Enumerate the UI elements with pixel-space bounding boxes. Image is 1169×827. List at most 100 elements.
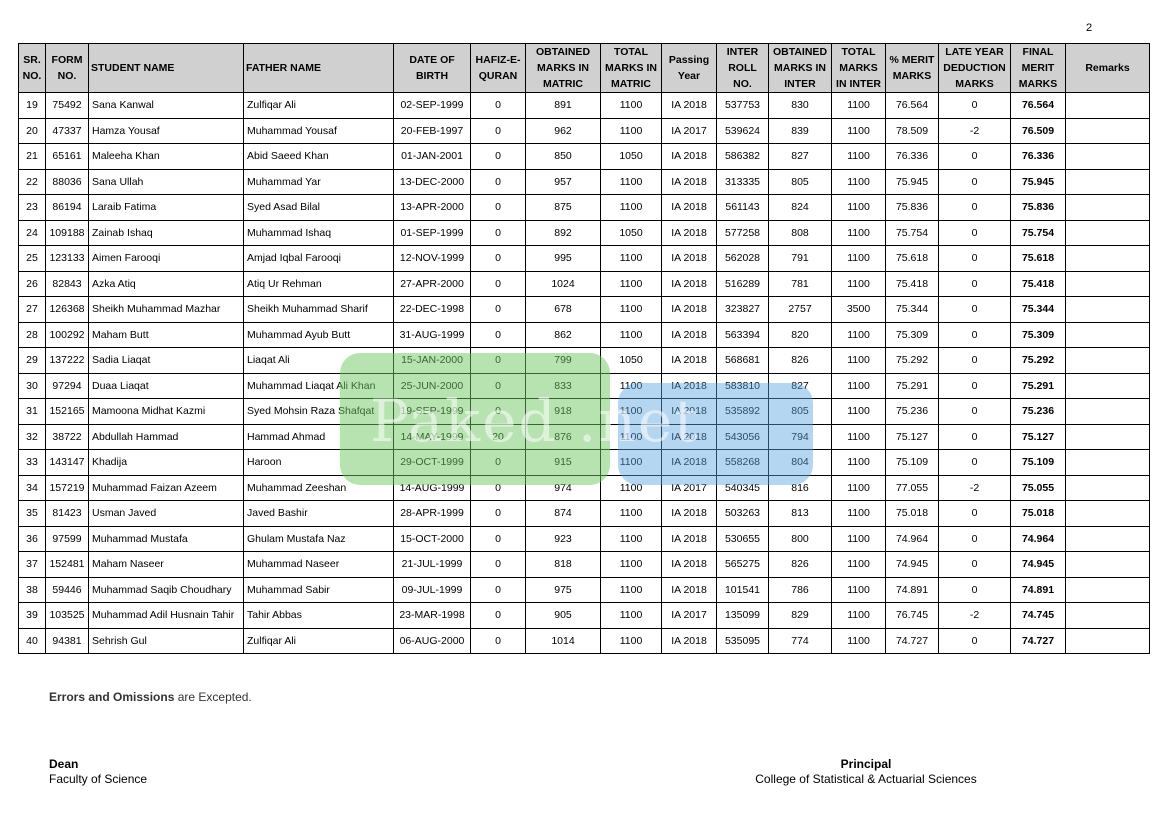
header-obtained-matric: OBTAINED MARKS IN MATRIC (525, 43, 601, 93)
cell-passing-year: IA 2018 (661, 296, 717, 323)
cell-father-name: Zulfiqar Ali (243, 627, 394, 654)
header-merit: % MERIT MARKS (885, 43, 939, 93)
cell-merit: 75.618 (885, 245, 939, 272)
cell-merit: 75.291 (885, 372, 939, 399)
cell-father-name: Muhammad Liaqat Ali Khan (243, 372, 394, 399)
cell-sr: 35 (18, 500, 46, 527)
cell-passing-year: IA 2018 (661, 219, 717, 246)
cell-remarks (1065, 219, 1150, 246)
cell-sr: 30 (18, 372, 46, 399)
cell-inter-roll: 537753 (716, 92, 769, 119)
cell-father-name: Zulfiqar Ali (243, 92, 394, 119)
cell-form: 152481 (45, 551, 89, 578)
cell-inter-roll: 535095 (716, 627, 769, 654)
cell-remarks (1065, 245, 1150, 272)
cell-father-name: Muhammad Naseer (243, 551, 394, 578)
cell-passing-year: IA 2018 (661, 627, 717, 654)
cell-obtained-matric: 850 (525, 143, 601, 170)
cell-late-deduction: 0 (938, 92, 1011, 119)
cell-sr: 34 (18, 474, 46, 501)
cell-passing-year: IA 2018 (661, 372, 717, 399)
cell-obtained-inter: 827 (768, 143, 832, 170)
cell-sr: 22 (18, 168, 46, 195)
cell-hafiz: 0 (470, 372, 526, 399)
cell-passing-year: IA 2018 (661, 92, 717, 119)
cell-dob: 01-JAN-2001 (393, 143, 471, 170)
cell-remarks (1065, 270, 1150, 297)
cell-dob: 28-APR-1999 (393, 500, 471, 527)
cell-father-name: Abid Saeed Khan (243, 143, 394, 170)
cell-passing-year: IA 2018 (661, 525, 717, 552)
cell-final-merit: 74.945 (1010, 551, 1066, 578)
cell-obtained-inter: 805 (768, 168, 832, 195)
cell-total-inter: 1100 (831, 423, 886, 450)
cell-total-inter: 1100 (831, 168, 886, 195)
cell-final-merit: 74.727 (1010, 627, 1066, 654)
cell-obtained-matric: 915 (525, 449, 601, 476)
cell-form: 65161 (45, 143, 89, 170)
cell-remarks (1065, 321, 1150, 348)
cell-total-inter: 1100 (831, 219, 886, 246)
cell-obtained-inter: 816 (768, 474, 832, 501)
cell-final-merit: 75.018 (1010, 500, 1066, 527)
cell-hafiz: 0 (470, 194, 526, 221)
cell-final-merit: 75.236 (1010, 398, 1066, 425)
cell-total-inter: 1100 (831, 321, 886, 348)
cell-total-matric: 1100 (600, 551, 662, 578)
cell-total-matric: 1100 (600, 500, 662, 527)
cell-passing-year: IA 2018 (661, 423, 717, 450)
cell-obtained-inter: 820 (768, 321, 832, 348)
cell-merit: 75.309 (885, 321, 939, 348)
cell-merit: 76.745 (885, 602, 939, 629)
cell-dob: 01-SEP-1999 (393, 219, 471, 246)
cell-form: 103525 (45, 602, 89, 629)
cell-total-matric: 1100 (600, 372, 662, 399)
cell-hafiz: 0 (470, 270, 526, 297)
table-header-row: SR. NO. FORM NO. STUDENT NAME FATHER NAM… (18, 43, 1150, 93)
cell-obtained-matric: 957 (525, 168, 601, 195)
cell-father-name: Muhammad Ishaq (243, 219, 394, 246)
cell-student-name: Muhammad Mustafa (88, 525, 244, 552)
cell-obtained-inter: 830 (768, 92, 832, 119)
cell-obtained-inter: 804 (768, 449, 832, 476)
cell-form: 97294 (45, 372, 89, 399)
cell-hafiz: 0 (470, 321, 526, 348)
cell-obtained-matric: 875 (525, 194, 601, 221)
cell-inter-roll: 561143 (716, 194, 769, 221)
cell-student-name: Khadija (88, 449, 244, 476)
cell-inter-roll: 135099 (716, 602, 769, 629)
cell-merit: 75.109 (885, 449, 939, 476)
cell-hafiz: 0 (470, 117, 526, 144)
cell-hafiz: 0 (470, 168, 526, 195)
cell-hafiz: 0 (470, 449, 526, 476)
cell-remarks (1065, 372, 1150, 399)
cell-sr: 40 (18, 627, 46, 654)
cell-obtained-inter: 2757 (768, 296, 832, 323)
cell-remarks (1065, 576, 1150, 603)
cell-total-inter: 1100 (831, 270, 886, 297)
cell-merit: 74.945 (885, 551, 939, 578)
cell-sr: 25 (18, 245, 46, 272)
cell-dob: 29-OCT-1999 (393, 449, 471, 476)
cell-inter-roll: 563394 (716, 321, 769, 348)
page-number: 2 (1086, 22, 1093, 34)
principal-college: College of Statistical & Actuarial Scien… (755, 772, 977, 786)
cell-final-merit: 75.055 (1010, 474, 1066, 501)
cell-late-deduction: 0 (938, 398, 1011, 425)
cell-merit: 75.754 (885, 219, 939, 246)
cell-sr: 38 (18, 576, 46, 603)
cell-remarks (1065, 449, 1150, 476)
cell-inter-roll: 503263 (716, 500, 769, 527)
header-late-deduction: LATE YEAR DEDUCTION MARKS (938, 43, 1011, 93)
cell-student-name: Azka Atiq (88, 270, 244, 297)
header-final-merit: FINAL MERIT MARKS (1010, 43, 1066, 93)
cell-inter-roll: 562028 (716, 245, 769, 272)
cell-merit: 74.964 (885, 525, 939, 552)
cell-total-inter: 1100 (831, 372, 886, 399)
